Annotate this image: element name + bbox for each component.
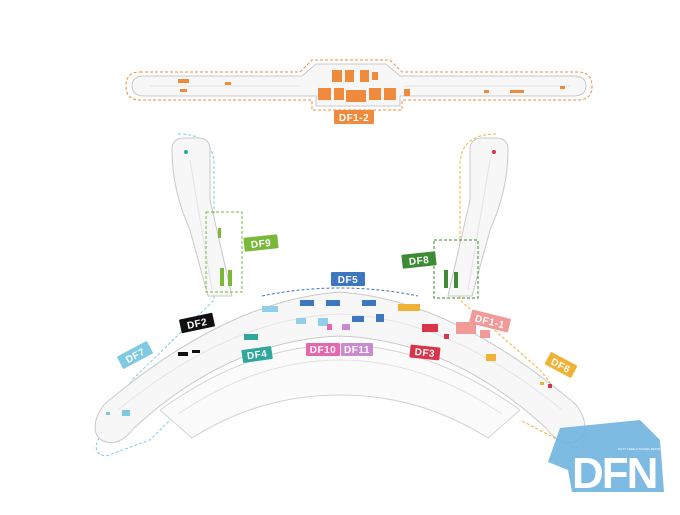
shop-df8 xyxy=(454,272,458,288)
shop-df1-2 xyxy=(318,88,331,100)
shop-df4 xyxy=(318,318,328,326)
zone-tag-bg xyxy=(117,341,153,369)
zone-tag-bg xyxy=(331,272,365,286)
shop-df9 xyxy=(220,268,224,286)
zone-tag-label: DF1-2 xyxy=(339,113,369,124)
shop-df1-2 xyxy=(178,79,189,83)
shop-df5 xyxy=(362,300,376,306)
upper-concourse-zone-outline xyxy=(125,59,593,111)
zone-tag-label: DF4 xyxy=(246,349,268,363)
zone-tag-df8[interactable]: DF8 xyxy=(401,251,437,269)
shop-df5 xyxy=(376,314,384,322)
shop-df8 xyxy=(444,270,448,288)
shop-df1-2 xyxy=(510,90,524,93)
zone-tag-df10[interactable]: DF10 xyxy=(306,343,340,356)
zone-tag-df9[interactable]: DF9 xyxy=(243,234,279,252)
right-pier-corridor xyxy=(467,159,491,291)
shop-df1-2 xyxy=(334,88,344,100)
shop-df1-2 xyxy=(180,89,187,92)
zone-tag-df3[interactable]: DF3 xyxy=(409,344,441,361)
left-pier-corridor xyxy=(189,159,213,291)
shop-df5 xyxy=(352,316,364,322)
shop-df1-2 xyxy=(484,90,489,93)
shop-df1-2 xyxy=(560,86,565,89)
upper-concourse-building xyxy=(131,63,587,107)
right-pier xyxy=(447,137,509,297)
shop-df1-2 xyxy=(360,70,369,82)
zone-tag-label: DF1-1 xyxy=(474,313,506,331)
pier-marker xyxy=(492,150,496,154)
shop-df9 xyxy=(228,270,232,286)
shop-df7 xyxy=(106,412,110,415)
shop-df5 xyxy=(296,318,306,324)
shop-df1-1 xyxy=(480,330,490,338)
zone-tag-bg xyxy=(409,344,441,361)
shop-df1-1 xyxy=(456,322,476,334)
shop-df6 xyxy=(486,354,496,361)
shop-df1-2 xyxy=(346,90,366,102)
df8-zone-outline xyxy=(433,239,479,299)
upper-concourse xyxy=(125,59,593,111)
shop-df2 xyxy=(192,350,200,353)
zone-tag-df6[interactable]: DF6 xyxy=(544,352,578,378)
zone-tag-df1-2[interactable]: DF1-2 xyxy=(334,110,374,124)
zone-tag-df5[interactable]: DF5 xyxy=(331,272,365,286)
main-corridor-line xyxy=(117,313,563,411)
shop-df1-2 xyxy=(225,82,231,85)
shop-df6 xyxy=(398,304,420,311)
left-pier xyxy=(171,137,233,297)
zone-tag-label: DF10 xyxy=(310,345,336,356)
shop-df1-2 xyxy=(384,88,396,100)
zone-tag-label: DF5 xyxy=(338,275,358,286)
zone-tag-label: DF3 xyxy=(414,347,435,360)
shop-df6 xyxy=(540,382,544,385)
zone-tag-label: DF2 xyxy=(186,317,208,332)
zone-tag-bg xyxy=(401,251,437,269)
zone-tag-bg xyxy=(306,343,340,356)
shop-df3 xyxy=(422,324,438,332)
shop-df1-2 xyxy=(345,70,354,82)
shop-df1-2 xyxy=(332,70,342,82)
zone-tag-df4[interactable]: DF4 xyxy=(241,346,273,363)
zone-tag-df2[interactable]: DF2 xyxy=(179,312,215,334)
shop-df2 xyxy=(178,352,188,356)
zone-tag-label: DF8 xyxy=(408,255,429,268)
zone-tag-bg xyxy=(341,343,373,356)
shop-df7 xyxy=(122,410,130,416)
zone-tag-bg xyxy=(243,234,279,252)
dfn-logo: DFN DUTY FREE & TRAVEL RETAIL NEWS xyxy=(548,420,671,498)
shop-df3 xyxy=(444,334,449,339)
zone-tag-bg xyxy=(334,110,374,124)
zone-tag-label: DF11 xyxy=(344,345,370,356)
inner-arc-line xyxy=(177,359,503,415)
shop-df5 xyxy=(326,300,340,306)
inner-arc-hall xyxy=(159,344,521,439)
shop-df1-2 xyxy=(404,89,410,96)
shop-df1-2 xyxy=(372,72,378,80)
zone-tag-bg xyxy=(241,346,273,363)
shop-df10 xyxy=(327,324,332,330)
shop-df3 xyxy=(548,384,552,388)
dfn-logo-letters: DFN xyxy=(572,449,656,498)
zone-tag-label: DF9 xyxy=(250,238,271,251)
df7-zone-outline xyxy=(95,133,215,457)
shop-df9 xyxy=(218,228,221,238)
shop-df1-2 xyxy=(369,88,381,100)
zone-tag-bg xyxy=(469,309,511,333)
zone-tag-bg xyxy=(544,352,578,378)
zone-tag-bg xyxy=(179,312,215,334)
shop-df4 xyxy=(244,334,258,340)
pier-marker xyxy=(184,150,188,154)
dfn-logo-plane xyxy=(548,420,664,492)
main-terminal xyxy=(94,133,586,457)
dfn-logo-tagline: DUTY FREE & TRAVEL RETAIL NEWS xyxy=(618,447,671,451)
shop-df11 xyxy=(342,324,350,330)
shop-df5 xyxy=(300,300,314,306)
zone-tag-df11[interactable]: DF11 xyxy=(341,343,373,356)
shop-df5 xyxy=(262,306,278,312)
df9-zone-outline xyxy=(205,211,243,293)
